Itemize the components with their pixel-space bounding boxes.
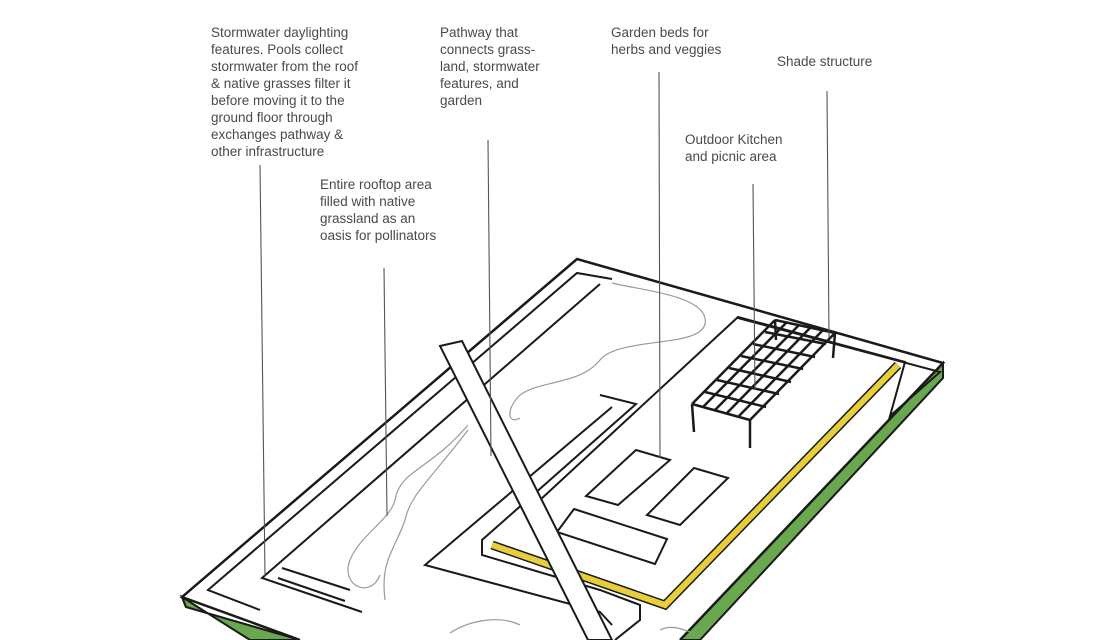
- diagonal-pathway-bar: [438, 339, 614, 640]
- label-outdoor-kitchen: Outdoor Kitchen and picnic area: [685, 132, 783, 164]
- shade-structure: [690, 318, 837, 448]
- leader-garden: [658, 71, 661, 459]
- leader-lines: [259, 71, 830, 577]
- channel-stub-2: [277, 577, 346, 602]
- inner-border-left: [206, 271, 613, 611]
- garden-bed-1: [584, 448, 673, 507]
- roof-slab-front-corner: [181, 596, 187, 608]
- channel-stub-1: [281, 567, 351, 591]
- label-stormwater-features: Stormwater daylighting features. Pools c…: [211, 25, 359, 159]
- garden-bed-3: [555, 507, 669, 566]
- label-native-grassland: Entire rooftop area filled with native g…: [320, 177, 437, 243]
- garden-bed-2: [645, 466, 730, 527]
- leader-stormwater: [259, 164, 266, 577]
- label-pathway: Pathway that connects grass- land, storm…: [440, 25, 540, 108]
- grassland-contours: [347, 282, 706, 634]
- label-garden-beds: Garden beds for herbs and veggies: [611, 25, 722, 57]
- leader-shade: [826, 90, 830, 339]
- leader-kitchen: [752, 183, 756, 391]
- inner-stormwater-channel: [260, 283, 601, 613]
- leader-grassland: [383, 267, 388, 517]
- central-path-outline: [481, 394, 641, 640]
- garden-zone-outline: [539, 315, 943, 501]
- label-shade-structure: Shade structure: [777, 54, 873, 69]
- leader-pathway: [487, 139, 492, 457]
